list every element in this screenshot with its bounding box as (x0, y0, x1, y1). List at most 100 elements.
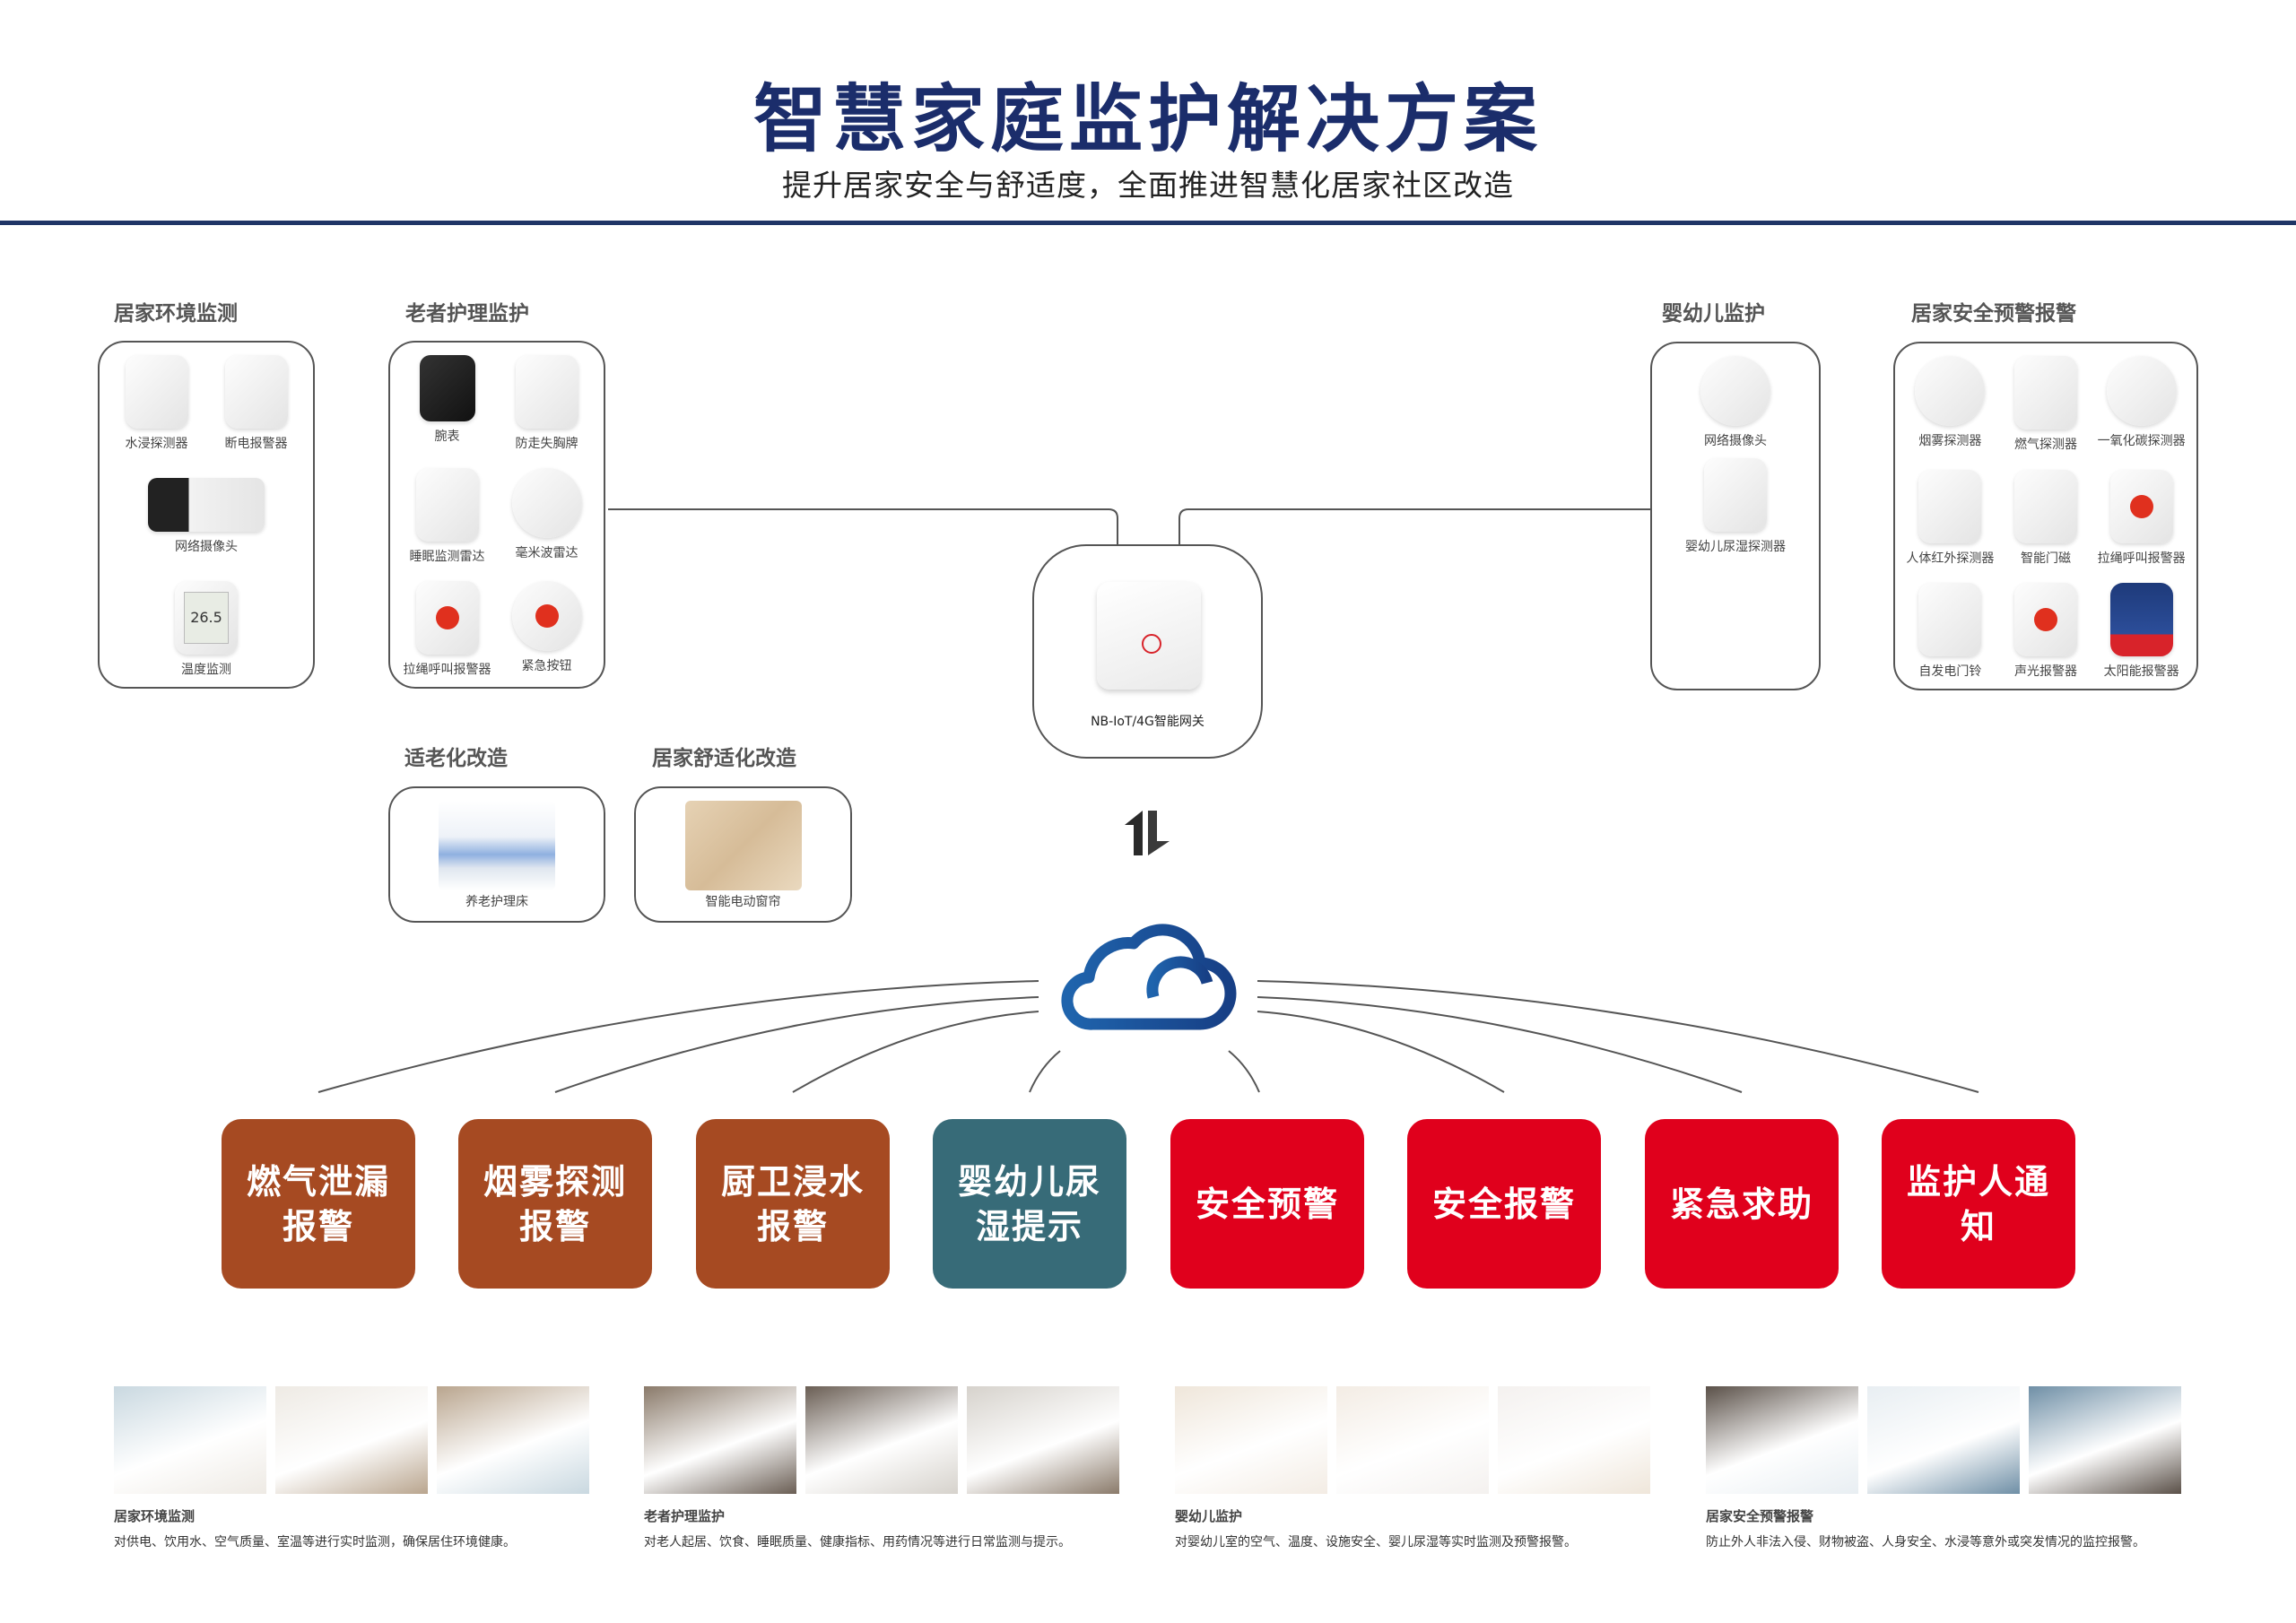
device-image (2013, 583, 2077, 656)
scenario-photo (1867, 1386, 2020, 1494)
cloud-link-line (1228, 1050, 1260, 1093)
data-exchange-arrows-icon (1125, 811, 1170, 855)
device-grid: 烟雾探测器 燃气探测器 一氧化碳探测器人体红外探测器智能门磁 拉绳呼叫报警器自发电门铃… (1902, 356, 2189, 680)
scenario-photo (1175, 1386, 1327, 1494)
device-label: 水浸探测器 (125, 437, 188, 451)
device-label: 太阳能报警器 (2103, 664, 2179, 679)
cloud-link-line (792, 1011, 1039, 1093)
device-item: 人体红外探测器 (1906, 469, 1994, 567)
alert-tile: 燃气泄漏报警 (222, 1119, 415, 1289)
device-image (224, 355, 288, 429)
device-label: 养老护理床 (465, 895, 528, 909)
device-label: 网络摄像头 (175, 540, 238, 554)
device-image (515, 355, 578, 429)
device-label: 一氧化碳探测器 (2097, 434, 2186, 448)
scenario-panel: 居家安全预警报警防止外人非法入侵、财物被盗、人身安全、水浸等意外或突发情况的监控… (1706, 1386, 2182, 1550)
page-subtitle: 提升居家安全与舒适度，全面推进智慧化居家社区改造 (782, 168, 1514, 203)
alert-tile: 婴幼儿尿湿提示 (933, 1119, 1126, 1289)
device-image (1915, 356, 1986, 426)
alert-tile: 安全报警 (1407, 1119, 1601, 1289)
scenario-panel: 老者护理监护对老人起居、饮食、睡眠质量、健康指标、用药情况等进行日常监测与提示。 (644, 1386, 1120, 1550)
device-item: 水浸探测器 (125, 355, 188, 452)
device-label: 烟雾探测器 (1918, 434, 1982, 448)
section-label-comfort-retrofit: 居家舒适化改造 (652, 747, 796, 770)
device-group-box: 烟雾探测器 燃气探测器 一氧化碳探测器人体红外探测器智能门磁 拉绳呼叫报警器自发电门铃… (1893, 342, 2198, 690)
device-grid: 网络摄像头婴幼儿尿湿探测器 (1659, 356, 1812, 680)
device-label: 腕表 (434, 430, 460, 444)
alert-tile: 烟雾探测报警 (458, 1119, 652, 1289)
device-image (1918, 469, 1982, 543)
device-image (125, 355, 188, 429)
device-grid: 水浸探测器 断电报警器网络摄像头温度监测 (107, 355, 306, 678)
device-image (2013, 469, 2077, 543)
gateway-label: NB-IoT/4G智能网关 (1091, 715, 1205, 729)
nursing-bed-image (439, 801, 555, 890)
device-label: 拉绳呼叫报警器 (2097, 551, 2186, 566)
device-item: 毫米波雷达 (511, 468, 582, 565)
scenario-photo (644, 1386, 796, 1494)
device-item: 一氧化碳探测器 (2098, 356, 2186, 453)
cloud-icon (1061, 924, 1237, 1030)
device-label: 紧急按钮 (521, 659, 572, 673)
scenario-photo (437, 1386, 589, 1494)
device-group-box: 网络摄像头婴幼儿尿湿探测器 (1650, 342, 1821, 690)
device-label: 睡眠监测雷达 (409, 550, 485, 564)
device-label: 网络摄像头 (1704, 434, 1767, 448)
device-group-box: 腕表防走失胸牌睡眠监测雷达 毫米波雷达拉绳呼叫报警器 紧急按钮 (388, 341, 605, 689)
scenario-photo (1336, 1386, 1489, 1494)
device-item: 睡眠监测雷达 (410, 468, 485, 565)
device-label: 拉绳呼叫报警器 (403, 663, 491, 677)
device-image (1704, 458, 1767, 532)
cloud-link-line (1257, 1011, 1505, 1093)
device-image (2109, 583, 2173, 656)
device-label: 断电报警器 (224, 437, 288, 451)
device-image (175, 581, 238, 655)
device-label: 温度监测 (181, 663, 231, 677)
device-item: 腕表 (419, 355, 475, 452)
scenario-title: 老者护理监护 (644, 1508, 726, 1524)
scenario-title: 婴幼儿监护 (1175, 1508, 1243, 1524)
device-image (2109, 469, 2173, 543)
scenario-title: 居家安全预警报警 (1706, 1508, 1814, 1524)
scenario-photo (275, 1386, 428, 1494)
header-divider (0, 221, 2296, 225)
device-label: 智能电动窗帘 (705, 895, 781, 909)
device-item: 温度监测 (175, 581, 238, 678)
alert-tile: 安全预警 (1170, 1119, 1364, 1289)
scenario-description: 防止外人非法入侵、财物被盗、人身安全、水浸等意外或突发情况的监控报警。 (1706, 1535, 2145, 1549)
section-label: 居家环境监测 (114, 302, 238, 325)
device-item: 烟雾探测器 (1915, 356, 1986, 453)
device-image (511, 468, 582, 538)
curtain-image (684, 801, 802, 890)
device-item: 拉绳呼叫报警器 (2097, 469, 2186, 567)
alert-tile: 厨卫浸水报警 (696, 1119, 890, 1289)
scenario-description: 对婴幼儿室的空气、温度、设施安全、婴儿尿湿等实时监测及预警报警。 (1175, 1535, 1577, 1549)
device-label: 毫米波雷达 (515, 546, 578, 560)
device-label: 防走失胸牌 (515, 437, 578, 451)
device-item: 网络摄像头 (148, 478, 265, 555)
device-image (415, 581, 479, 655)
device-image (1700, 356, 1770, 426)
section-label-elderly-retrofit: 适老化改造 (404, 747, 508, 770)
section-label: 老者护理监护 (405, 302, 529, 325)
device-item: 智能门磁 (2013, 469, 2077, 567)
device-item: 自发电门铃 (1918, 583, 1982, 680)
gateway-box: NB-IoT/4G智能网关 (1032, 544, 1263, 759)
device-label: 婴幼儿尿湿探测器 (1685, 540, 1786, 554)
device-image (415, 468, 479, 542)
scenario-photo (1498, 1386, 1650, 1494)
scenario-description: 对供电、饮用水、空气质量、室温等进行实时监测，确保居住环境健康。 (114, 1535, 516, 1549)
device-label: 燃气探测器 (2013, 438, 2077, 452)
cloud-link-line (1257, 980, 1979, 1093)
scenario-photo (2029, 1386, 2181, 1494)
retrofit-box-bed: 养老护理床 (388, 786, 605, 923)
device-label: 声光报警器 (2013, 664, 2077, 679)
device-label: 智能门磁 (2020, 551, 2071, 566)
scenario-photo (805, 1386, 958, 1494)
device-image (511, 581, 582, 651)
device-label: 自发电门铃 (1918, 664, 1982, 679)
device-item: 紧急按钮 (511, 581, 582, 678)
scenario-description: 对老人起居、饮食、睡眠质量、健康指标、用药情况等进行日常监测与提示。 (644, 1535, 1071, 1549)
device-grid: 腕表防走失胸牌睡眠监测雷达 毫米波雷达拉绳呼叫报警器 紧急按钮 (397, 355, 596, 678)
